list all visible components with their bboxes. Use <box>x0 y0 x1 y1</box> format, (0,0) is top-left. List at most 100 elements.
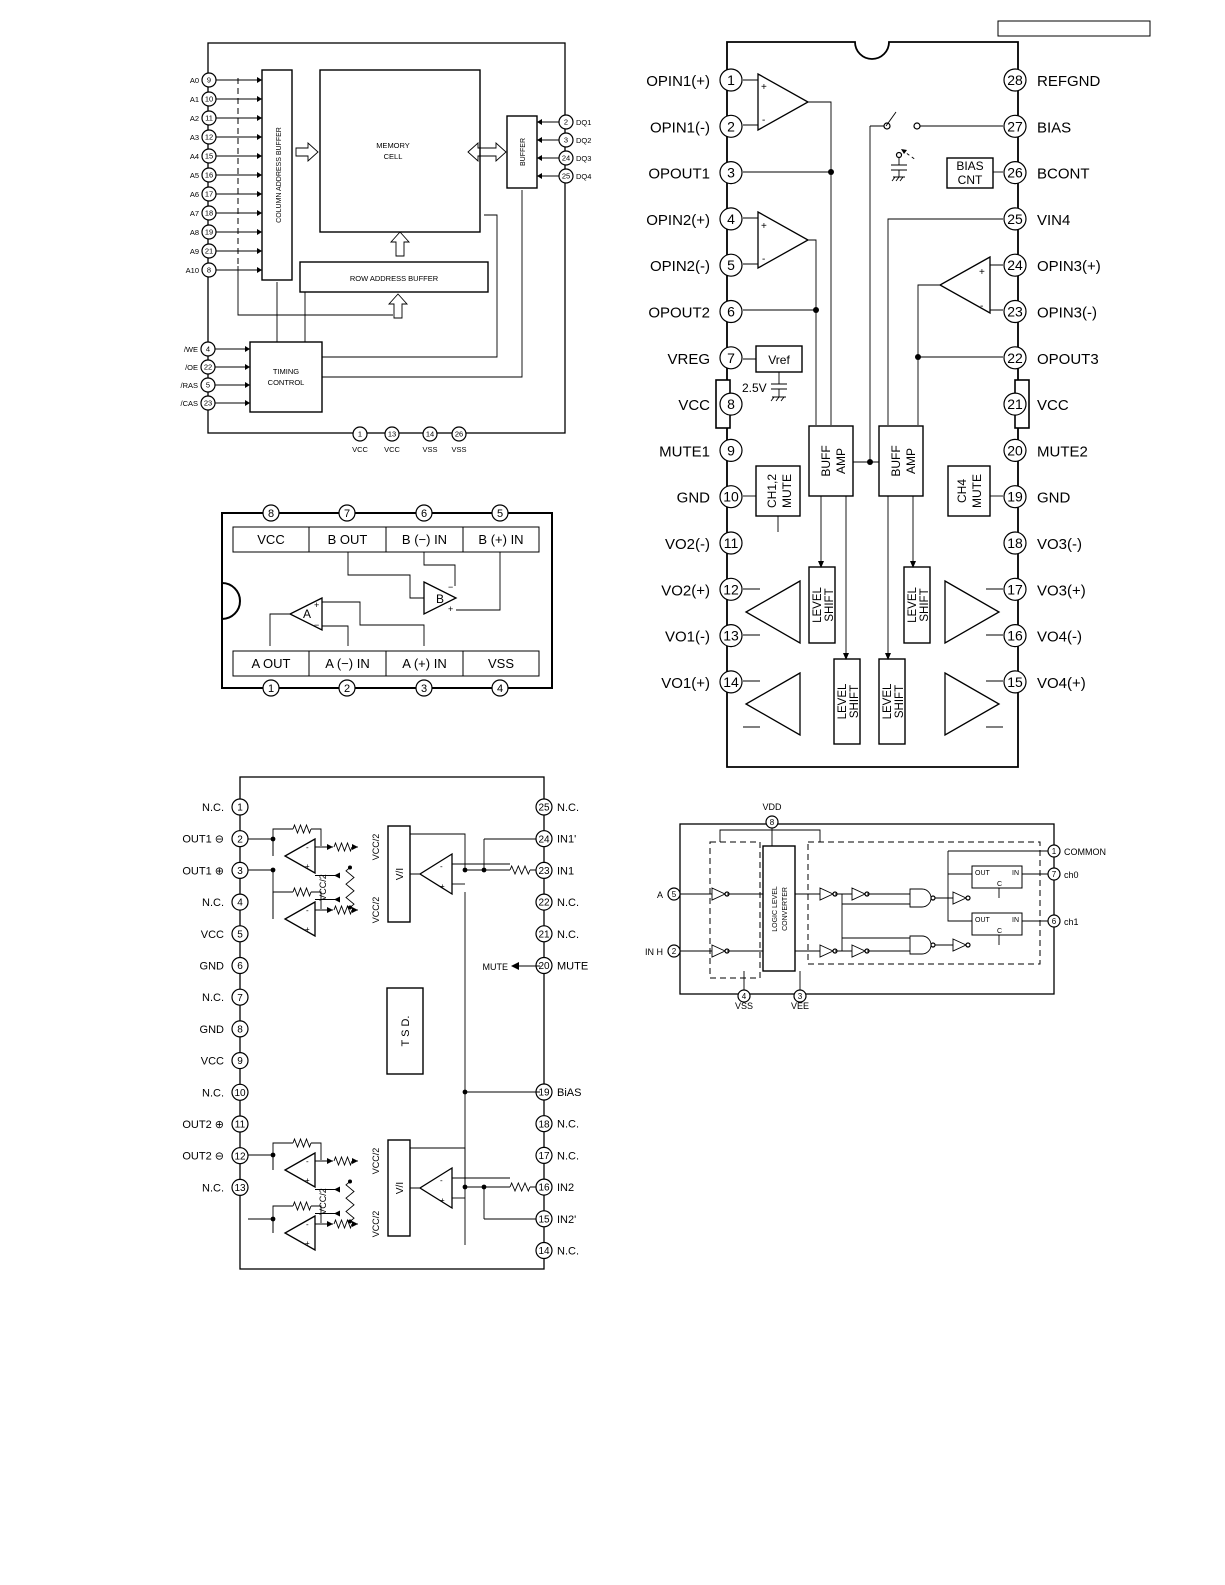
sw-switch-out: OUT <box>975 917 991 924</box>
pa-right-pin-number: 26 <box>1007 165 1023 181</box>
hp-right-pin-number: 23 <box>538 866 550 877</box>
hp-vcc2-label: VCC/2 <box>318 874 328 901</box>
row-address-buffer-label: ROW ADDRESS BUFFER <box>350 274 439 283</box>
pa-opamp-1 <box>757 72 810 132</box>
hp-right-pin-number: 14 <box>538 1246 550 1257</box>
dram-addr-pin-label: A5 <box>190 171 199 180</box>
resistor <box>345 1181 355 1222</box>
pa-right-pin-number: 27 <box>1007 118 1023 134</box>
pa-left-pin-circle <box>719 114 743 138</box>
sw-converter-l1: LOGIC LEVEL <box>772 886 779 932</box>
sw-pin-number: 3 <box>798 992 803 1001</box>
pa-right-pin-label: GND <box>1037 490 1071 507</box>
sw-inverter <box>819 887 835 901</box>
opamp-top-pin-cell <box>232 526 310 553</box>
pa-opamp-3 <box>938 255 991 315</box>
pa-out-amp-ch4 <box>944 671 1001 737</box>
sw-pin-label: VSS <box>735 1001 753 1011</box>
pa-left-pin-number: 11 <box>724 535 739 551</box>
hp-right-pin-label: BiAS <box>557 1087 581 1099</box>
pa-right-pin-label: OPIN3(+) <box>1037 258 1101 275</box>
dram-dq-arrow <box>537 119 542 125</box>
pa-v25-label: 2.5V <box>742 381 767 395</box>
opamp-bottom-pin-circle <box>491 679 509 697</box>
pa-right-pin-number: 21 <box>1007 396 1023 412</box>
pa-right-pin-circle <box>1003 392 1027 416</box>
pa-bias-capacitor <box>891 158 907 182</box>
sw-logic-wires <box>795 893 852 952</box>
pa-left-pin-circle <box>719 161 743 185</box>
pa-left-pin-number: 9 <box>727 442 735 458</box>
hp-out-wire-b <box>248 869 274 919</box>
tsd-label: T S D. <box>400 1016 412 1047</box>
sw-switch-cell <box>971 912 1023 936</box>
sw-nand-bubble <box>930 895 936 901</box>
a-minus-wire <box>322 625 349 646</box>
hp-vi-label: V/I <box>395 1182 406 1194</box>
hp-left-pin-number: 6 <box>237 961 243 972</box>
analog-switch-diagram: LOGIC LEVEL CONVERTER 8VDD4VSS3VEE5A2IN … <box>645 802 1106 1011</box>
sw-driver-wires <box>935 897 953 946</box>
sw-switch-cell <box>971 865 1023 889</box>
dram-dq-arrow <box>537 137 542 143</box>
mute-arrowhead <box>511 962 519 970</box>
resistor <box>333 1155 353 1167</box>
pa-left-pin-circle <box>719 253 743 277</box>
sw-gate-wires <box>841 893 910 952</box>
hp-left-pin-circle <box>231 988 249 1006</box>
dram-addr-arrow <box>257 115 262 121</box>
hp-right-pin-label: IN1 <box>557 865 574 877</box>
opamp-a-triangle <box>288 596 323 632</box>
hp-left-pin-label: VCC <box>201 1056 224 1068</box>
pa-right-pin-circle <box>1003 623 1027 648</box>
pa-right-pin-number: 18 <box>1007 535 1023 551</box>
pa-left-pin-label: VO2(-) <box>665 536 710 553</box>
hp-left-pin-circle <box>231 1020 249 1038</box>
hp-left-pin-label: OUT2 ⊕ <box>182 1119 224 1131</box>
timing-to-buffer-wire <box>322 190 523 378</box>
hp-output-opamp <box>283 900 316 938</box>
hp-left-pin-circle <box>231 925 249 943</box>
sw-inverter <box>952 891 968 905</box>
pa-opamp-2 <box>757 210 810 270</box>
hp-left-pin-label: VCC <box>201 929 224 941</box>
pa-left-pin-circle <box>719 670 743 694</box>
tsd-block <box>386 987 424 1075</box>
sw-output-wires <box>947 850 1048 922</box>
opamp-a-plus: + <box>314 600 319 610</box>
opamp-top-pin-cell <box>462 526 540 553</box>
hp-right-pin-label: N.C. <box>557 802 579 814</box>
hp-arrow <box>352 907 358 913</box>
hp-right-pin-number: 16 <box>538 1183 550 1194</box>
pa-left-pin-label: VO1(-) <box>665 629 710 646</box>
dram-addr-pin-label: A6 <box>190 190 199 199</box>
opamp-bottom-pin-number: 3 <box>421 683 427 695</box>
hp-left-pin-number: 4 <box>237 898 243 909</box>
sw-nand-bubble <box>930 942 936 948</box>
hp-left-pin-number: 13 <box>234 1183 246 1194</box>
hp-output-opamp <box>283 1214 316 1252</box>
opamp-bottom-pin-label: VSS <box>488 656 514 671</box>
opamp-bottom-pin-cell <box>232 650 310 677</box>
bias-node <box>462 1089 468 1095</box>
pa-left-pin-number: 6 <box>727 304 735 320</box>
b-out-wire <box>347 552 424 599</box>
timing-control-label-1: TIMING <box>273 367 299 376</box>
opamp-bottom-pin-label: A OUT <box>251 656 290 671</box>
hp-node <box>348 865 352 870</box>
dram-dq-pin-label: DQ2 <box>576 136 591 145</box>
pa-right-pin-circle <box>1003 253 1027 277</box>
resistor <box>509 864 531 876</box>
dram-dq-pin-circle <box>558 114 574 130</box>
dram-power-pin-circle <box>451 426 467 442</box>
hp-right-pin-circle <box>535 956 553 975</box>
dram-power-pin-number: 26 <box>455 430 463 439</box>
pa-level-shift-l2: SHIFT <box>849 685 861 718</box>
